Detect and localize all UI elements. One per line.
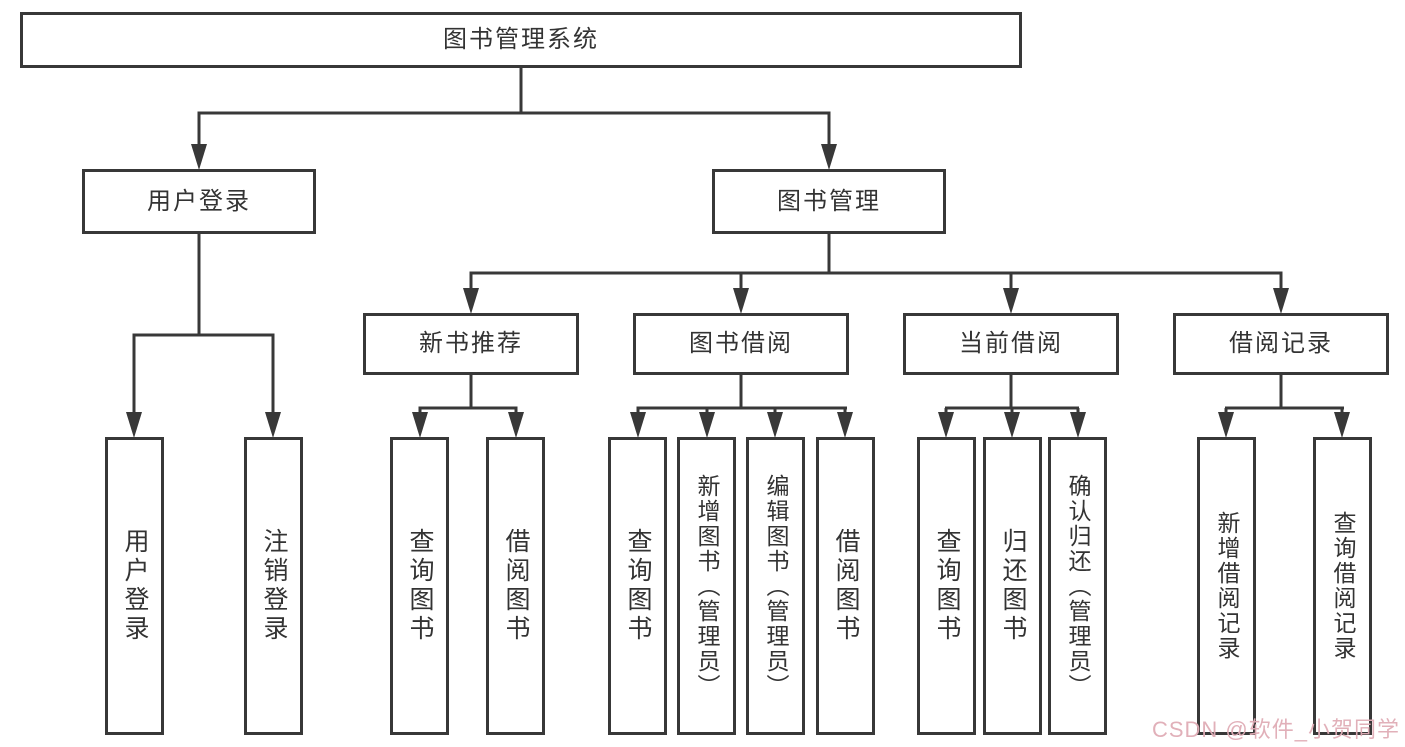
leaf-label: 借阅图书 (832, 528, 860, 644)
leaf-edit-books-admin: 编辑图书（管理员） (746, 437, 805, 735)
node-label: 图书管理 (777, 187, 881, 215)
node-book-management: 图书管理 (712, 169, 946, 234)
leaf-label: 编辑图书（管理员） (763, 473, 789, 699)
node-label: 图书管理系统 (443, 26, 599, 53)
leaf-label: 查询图书 (624, 528, 652, 644)
leaf-confirm-return-admin: 确认归还（管理员） (1048, 437, 1107, 735)
leaf-add-books-admin: 新增图书（管理员） (677, 437, 736, 735)
node-new-book-recommend: 新书推荐 (363, 313, 579, 375)
node-library-management-system: 图书管理系统 (20, 12, 1022, 68)
leaf-label: 新增图书（管理员） (694, 473, 720, 699)
leaf-label: 借阅图书 (502, 528, 530, 644)
leaf-label: 新增借阅记录 (1214, 511, 1240, 661)
leaf-query-books: 查询图书 (390, 437, 449, 735)
node-current-borrow: 当前借阅 (903, 313, 1119, 375)
leaf-add-borrow-record: 新增借阅记录 (1197, 437, 1256, 735)
node-borrow-record: 借阅记录 (1173, 313, 1389, 375)
csdn-watermark: CSDN @软件_小贺同学 (1151, 717, 1400, 742)
leaf-label: 注销登录 (260, 528, 288, 644)
leaf-query-books: 查询图书 (608, 437, 667, 735)
node-label: 图书借阅 (689, 330, 793, 357)
node-book-borrow: 图书借阅 (633, 313, 849, 375)
leaf-borrow-books: 借阅图书 (486, 437, 545, 735)
leaf-label: 用户登录 (121, 528, 149, 644)
leaf-query-books: 查询图书 (917, 437, 976, 735)
leaf-borrow-books: 借阅图书 (816, 437, 875, 735)
node-label: 新书推荐 (419, 330, 523, 357)
node-label: 借阅记录 (1229, 330, 1333, 357)
node-label: 用户登录 (147, 187, 251, 215)
leaf-label: 确认归还（管理员） (1065, 473, 1091, 699)
leaf-logout: 注销登录 (244, 437, 303, 735)
node-user-login: 用户登录 (82, 169, 316, 234)
leaf-return-books: 归还图书 (983, 437, 1042, 735)
leaf-label: 查询图书 (406, 528, 434, 644)
leaf-query-borrow-record: 查询借阅记录 (1313, 437, 1372, 735)
leaf-label: 查询借阅记录 (1330, 511, 1356, 661)
leaf-user-login: 用户登录 (105, 437, 164, 735)
leaf-label: 归还图书 (999, 528, 1027, 644)
node-label: 当前借阅 (959, 330, 1063, 357)
leaf-label: 查询图书 (933, 528, 961, 644)
